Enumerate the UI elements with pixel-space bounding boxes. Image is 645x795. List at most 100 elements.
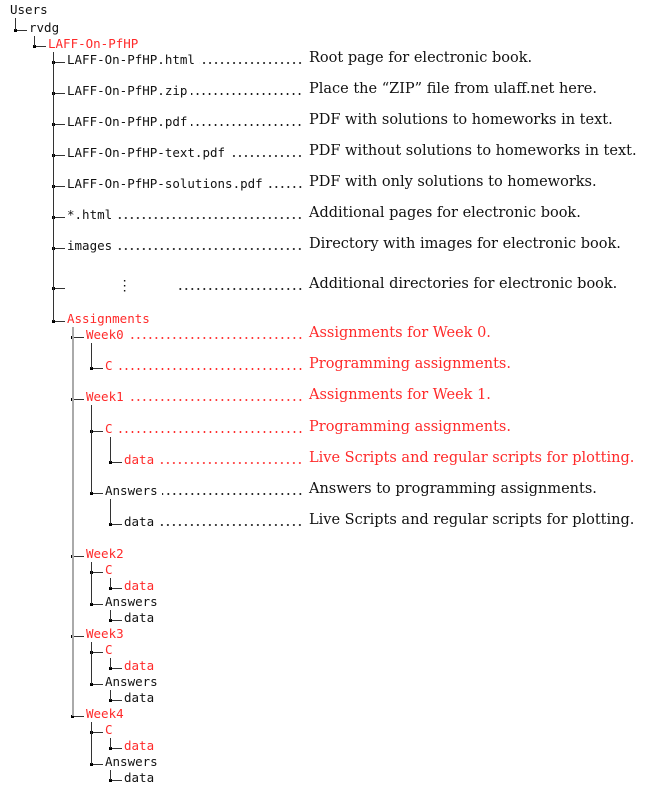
connector-horizontal <box>72 636 84 637</box>
tree-node: Answers <box>105 592 158 610</box>
connector-vertical <box>110 738 111 748</box>
node-name: data <box>124 658 155 673</box>
connector-vertical <box>72 327 74 716</box>
tree-node: *.html <box>67 205 305 223</box>
node-name: rvdg <box>29 20 60 35</box>
node-name: C <box>105 642 113 657</box>
node-name: C <box>105 421 113 436</box>
tree-node: data <box>124 656 154 674</box>
connector-horizontal <box>110 462 122 463</box>
connector-horizontal <box>110 588 122 589</box>
dot-leader <box>127 336 303 340</box>
tree-node: Week3 <box>86 624 124 642</box>
tree-node: Week2 <box>86 544 124 562</box>
connector-vertical <box>34 36 35 46</box>
dot-leader <box>158 523 303 527</box>
connector-horizontal <box>53 186 65 187</box>
dot-leader <box>116 216 303 220</box>
node-name: Week3 <box>86 626 124 641</box>
tree-node: data <box>124 608 154 626</box>
connector-node-dot <box>109 523 112 526</box>
connector-node-dot <box>90 763 93 766</box>
tree-node: C <box>105 720 113 738</box>
connector-node-dot <box>109 699 112 702</box>
connector-vertical <box>15 18 16 30</box>
connector-vertical <box>110 610 111 620</box>
connector-horizontal <box>110 524 122 525</box>
connector-horizontal <box>15 30 27 31</box>
connector-vertical <box>110 690 111 700</box>
connector-vertical <box>53 52 54 321</box>
tree-node: data <box>124 576 154 594</box>
node-description: Live Scripts and regular scripts for plo… <box>309 450 635 466</box>
connector-node-dot <box>71 715 74 718</box>
connector-horizontal <box>53 288 65 289</box>
node-name: Answers <box>105 594 158 609</box>
connector-vertical <box>91 343 92 368</box>
tree-node: C <box>105 356 305 374</box>
node-description: Place the “ZIP” file from ulaff.net here… <box>309 81 597 97</box>
node-description: PDF with only solutions to homeworks. <box>309 174 597 190</box>
connector-horizontal <box>91 684 103 685</box>
node-name: Users <box>10 2 48 17</box>
node-name: data <box>124 738 155 753</box>
connector-vertical <box>110 770 111 780</box>
connector-node-dot <box>90 603 93 606</box>
node-description: Additional directories for electronic bo… <box>309 276 618 292</box>
connector-vertical <box>91 722 92 764</box>
tree-node: data <box>124 512 305 530</box>
dot-leader <box>266 185 303 189</box>
tree-node: LAFF-On-PfHP-text.pdf <box>67 143 305 161</box>
node-name: Week2 <box>86 546 124 561</box>
connector-horizontal <box>72 399 84 400</box>
node-description: Assignments for Week 0. <box>309 325 491 341</box>
connector-horizontal <box>72 337 84 338</box>
node-name: *.html <box>67 207 113 222</box>
dot-leader <box>177 287 303 291</box>
connector-node-dot <box>109 747 112 750</box>
node-name: C <box>105 358 113 373</box>
node-name: data <box>124 770 155 785</box>
connector-horizontal <box>53 217 65 218</box>
connector-vertical <box>110 578 111 588</box>
tree-node: Week1 <box>86 387 305 405</box>
tree-node: data <box>124 736 154 754</box>
tree-node: data <box>124 688 154 706</box>
node-description: Assignments for Week 1. <box>309 387 491 403</box>
connector-horizontal <box>53 124 65 125</box>
connector-node-dot <box>109 461 112 464</box>
tree-node: C <box>105 419 305 437</box>
connector-horizontal <box>91 652 103 653</box>
node-name: Week0 <box>86 327 124 342</box>
node-description: Programming assignments. <box>309 356 511 372</box>
connector-horizontal <box>91 732 103 733</box>
tree-node: rvdg <box>29 18 59 36</box>
tree-node: Answers <box>105 481 305 499</box>
connector-horizontal <box>110 620 122 621</box>
dot-leader <box>191 123 303 127</box>
node-description: Additional pages for electronic book. <box>309 205 581 221</box>
tree-node: Week4 <box>86 704 124 722</box>
connector-vertical <box>91 405 92 493</box>
connector-horizontal <box>91 572 103 573</box>
tree-node: LAFF-On-PfHP.pdf <box>67 112 305 130</box>
dot-leader <box>191 92 303 96</box>
node-name: Week1 <box>86 389 124 404</box>
connector-horizontal <box>110 748 122 749</box>
connector-horizontal <box>72 556 84 557</box>
dot-leader <box>229 154 303 158</box>
node-name: data <box>124 690 155 705</box>
connector-vertical <box>110 499 111 524</box>
node-description: Root page for electronic book. <box>309 50 533 66</box>
connector-node-dot <box>90 492 93 495</box>
node-name: data <box>124 452 155 467</box>
connector-vertical <box>110 658 111 668</box>
dot-leader <box>158 461 303 465</box>
tree-node: C <box>105 560 113 578</box>
connector-horizontal <box>53 248 65 249</box>
tree-node: ⋮ <box>67 276 305 294</box>
connector-node-dot <box>33 45 36 48</box>
node-name: Assignments <box>67 311 150 326</box>
node-name: data <box>124 514 155 529</box>
